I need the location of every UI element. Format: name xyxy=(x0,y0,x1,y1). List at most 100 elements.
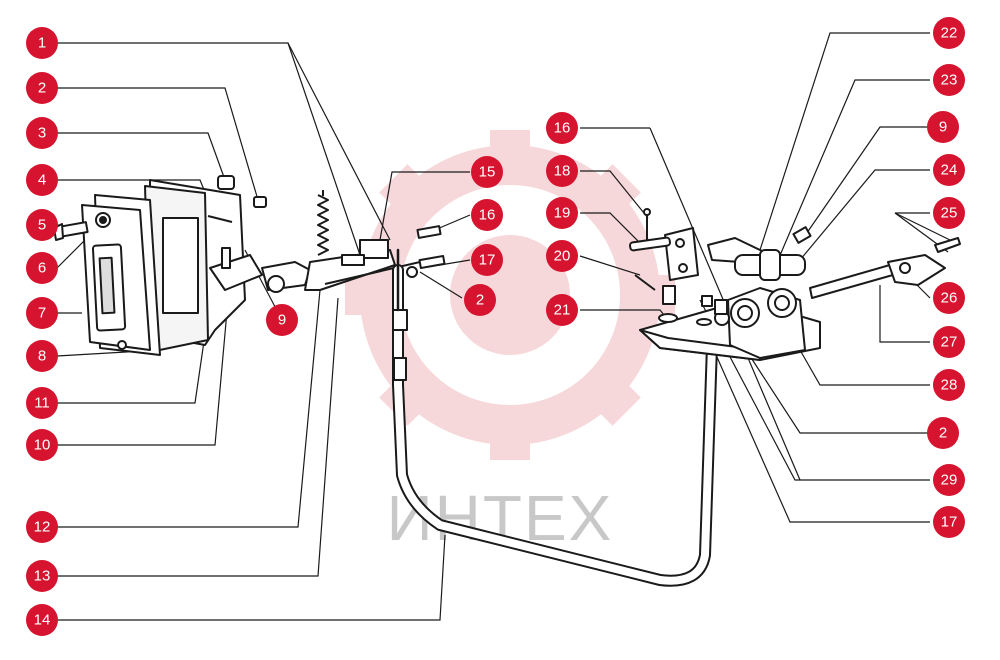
callout-number: 25 xyxy=(941,205,958,222)
callout-number: 17 xyxy=(941,514,958,531)
callout-number: 24 xyxy=(941,162,958,179)
callout-c21: 21 xyxy=(546,294,578,326)
callout-number: 23 xyxy=(941,72,958,89)
callout-number: 26 xyxy=(941,290,958,307)
callout-c26: 26 xyxy=(933,282,965,314)
callout-c10: 10 xyxy=(26,429,58,461)
callout-badge xyxy=(26,164,58,196)
callout-number: 10 xyxy=(34,437,51,454)
callout-badges: 1234567811101213149151617216181920212223… xyxy=(26,17,965,636)
callout-number: 22 xyxy=(941,25,958,42)
callout-badge xyxy=(26,560,58,592)
callout-badge xyxy=(546,112,578,144)
callout-badge xyxy=(933,326,965,358)
callout-c18: 18 xyxy=(546,155,578,187)
callout-badge xyxy=(933,464,965,496)
callout-badge xyxy=(933,282,965,314)
callout-c20: 20 xyxy=(546,240,578,272)
callout-number: 8 xyxy=(38,348,46,365)
callout-badge xyxy=(26,511,58,543)
callout-c16b: 16 xyxy=(546,112,578,144)
callout-badge xyxy=(26,429,58,461)
callout-badge xyxy=(464,284,496,316)
callout-badge xyxy=(471,244,503,276)
callout-c7: 7 xyxy=(26,297,58,329)
callout-number: 1 xyxy=(38,35,46,52)
callout-badge xyxy=(933,64,965,96)
lever-assembly xyxy=(261,190,446,293)
callout-number: 18 xyxy=(554,163,571,180)
callout-badge xyxy=(26,297,58,329)
callout-badge xyxy=(546,155,578,187)
callout-c17b: 17 xyxy=(933,506,965,538)
callout-badge xyxy=(933,154,965,186)
callout-c16a: 16 xyxy=(471,199,503,231)
callout-badge xyxy=(933,197,965,229)
callout-c2c: 2 xyxy=(927,417,959,449)
callout-c2a: 2 xyxy=(26,72,58,104)
roller-bracket-assembly xyxy=(629,208,961,361)
callout-badge xyxy=(933,369,965,401)
callout-number: 16 xyxy=(554,120,571,137)
callout-c4: 4 xyxy=(26,164,58,196)
callout-badge xyxy=(933,17,965,49)
callout-c11: 11 xyxy=(26,387,58,419)
callout-c9b: 9 xyxy=(927,111,959,143)
callout-number: 11 xyxy=(34,395,50,412)
callout-c27: 27 xyxy=(933,326,965,358)
callout-badge xyxy=(26,117,58,149)
callout-number: 7 xyxy=(38,305,46,322)
callout-c5: 5 xyxy=(26,209,58,241)
callout-c19: 19 xyxy=(546,197,578,229)
callout-c15: 15 xyxy=(471,156,503,188)
callout-number: 3 xyxy=(38,125,46,142)
callout-number: 5 xyxy=(38,217,46,234)
callout-badge xyxy=(927,417,959,449)
callout-number: 13 xyxy=(34,568,51,585)
bowden-cable xyxy=(392,248,718,587)
callout-badge xyxy=(26,27,58,59)
callout-number: 19 xyxy=(554,205,571,222)
callout-number: 21 xyxy=(554,302,571,319)
callout-badge xyxy=(546,294,578,326)
callout-badge xyxy=(26,252,58,284)
callout-c24: 24 xyxy=(933,154,965,186)
callout-c3: 3 xyxy=(26,117,58,149)
callout-c17a: 17 xyxy=(471,244,503,276)
callout-c14: 14 xyxy=(26,604,58,636)
callout-number: 2 xyxy=(476,292,484,309)
callout-badge xyxy=(933,506,965,538)
callout-badge xyxy=(546,197,578,229)
callout-number: 9 xyxy=(939,119,947,136)
callout-c23: 23 xyxy=(933,64,965,96)
callout-c25: 25 xyxy=(933,197,965,229)
callout-c9a: 9 xyxy=(266,304,298,336)
callout-number: 16 xyxy=(479,207,496,224)
callout-badge xyxy=(26,604,58,636)
callout-badge xyxy=(26,340,58,372)
callout-number: 14 xyxy=(34,612,51,629)
callout-badge xyxy=(266,304,298,336)
callout-badge xyxy=(26,209,58,241)
callout-number: 15 xyxy=(479,164,496,181)
callout-number: 2 xyxy=(38,80,46,97)
callout-badge xyxy=(471,156,503,188)
callout-c6: 6 xyxy=(26,252,58,284)
callout-number: 2 xyxy=(939,425,947,442)
callout-number: 9 xyxy=(278,312,286,329)
callout-badge xyxy=(927,111,959,143)
callout-c13: 13 xyxy=(26,560,58,592)
callout-number: 29 xyxy=(941,472,958,489)
callout-badge xyxy=(26,72,58,104)
callout-c1: 1 xyxy=(26,27,58,59)
callout-c8: 8 xyxy=(26,340,58,372)
callout-c28: 28 xyxy=(933,369,965,401)
callout-number: 28 xyxy=(941,377,958,394)
callout-badge xyxy=(546,240,578,272)
callout-c2b: 2 xyxy=(464,284,496,316)
callout-number: 27 xyxy=(941,334,958,351)
callout-number: 20 xyxy=(554,248,571,265)
callout-number: 6 xyxy=(38,260,46,277)
switch-plate-assembly xyxy=(53,175,267,356)
callout-badge xyxy=(471,199,503,231)
